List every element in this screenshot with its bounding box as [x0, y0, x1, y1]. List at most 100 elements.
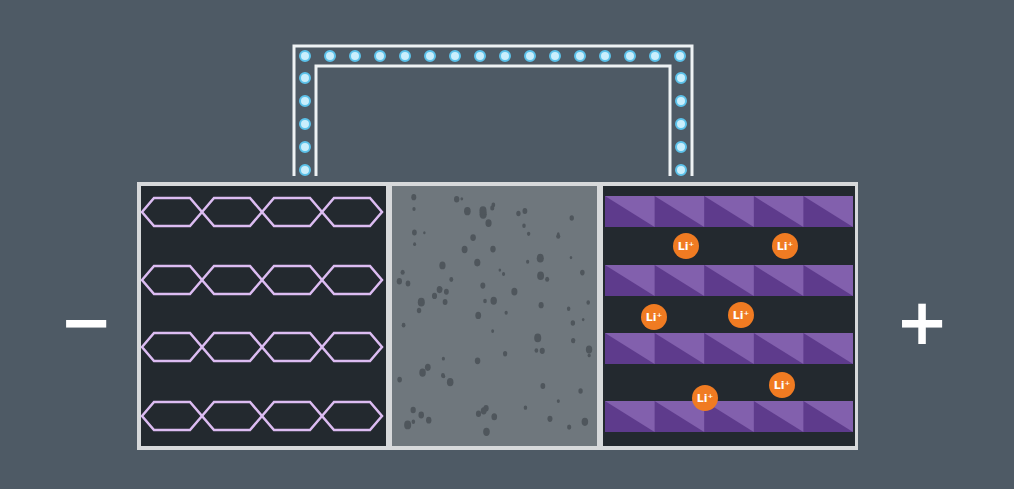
electrolyte-dot	[578, 388, 582, 393]
wire-outer	[294, 46, 692, 186]
electrolyte-dot	[425, 364, 431, 371]
oxide-octahedron	[655, 333, 705, 364]
electrolyte-dot	[502, 272, 505, 276]
electrolyte-dot	[460, 197, 463, 200]
lithium-ion: Li⁺	[769, 372, 795, 398]
oxide-octahedron	[605, 401, 655, 432]
electron-dot	[676, 73, 686, 83]
oxide-octahedron	[754, 196, 804, 227]
lithium-ion: Li⁺	[772, 233, 798, 259]
electrolyte-dot	[522, 224, 525, 228]
electrolyte-dot	[443, 299, 448, 305]
ion-circle	[772, 233, 798, 259]
electrolyte-dot	[406, 281, 411, 287]
graphite-hexagon	[262, 198, 322, 226]
electron-dot	[650, 51, 660, 61]
graphite-layers	[142, 198, 382, 430]
oxide-octahedron	[803, 333, 853, 364]
graphite-hexagon	[202, 266, 262, 294]
wire-gap	[292, 176, 694, 182]
lithium-ion: Li⁺	[692, 385, 718, 411]
electrolyte-dot	[567, 424, 571, 429]
graphite-hexagon	[142, 402, 202, 430]
oxide-octahedron	[605, 196, 655, 227]
graphite-hexagon	[322, 402, 382, 430]
electrolyte-dot	[470, 234, 476, 241]
electron-dot	[325, 51, 335, 61]
electrolyte-dot	[524, 405, 528, 409]
electrolyte-dot	[511, 288, 517, 296]
electrolyte-dot	[442, 357, 445, 361]
cathode-layers	[605, 196, 853, 432]
graphite-hexagon	[262, 333, 322, 361]
oxide-octahedron	[655, 265, 705, 296]
electron-dot	[475, 51, 485, 61]
oxide-octahedron	[754, 333, 804, 364]
graphite-hexagon	[262, 266, 322, 294]
electrolyte-dot	[476, 411, 481, 417]
oxide-octahedron	[803, 196, 853, 227]
electrolyte-dot	[505, 311, 508, 315]
electrolyte-dot	[437, 286, 443, 293]
electrolyte-dot	[411, 407, 416, 414]
electrolyte-dot	[540, 383, 545, 389]
electrolyte-dot	[440, 287, 443, 290]
wire-inner	[316, 66, 670, 186]
ion-label: Li⁺	[777, 240, 794, 253]
graphite-hexagon	[322, 198, 382, 226]
ion-circle	[673, 233, 699, 259]
electrolyte-dot	[475, 357, 481, 364]
electron-dot	[600, 51, 610, 61]
electrolyte-dot	[571, 320, 575, 326]
lithium-ion: Li⁺	[728, 302, 754, 328]
electrolyte-dot	[491, 329, 494, 333]
oxide-octahedron	[605, 265, 655, 296]
electrolyte-dot	[475, 312, 481, 319]
electron-dot	[300, 51, 310, 61]
electrolyte-dot	[499, 269, 502, 272]
electrolyte-dot	[526, 260, 529, 264]
graphite-hexagon	[202, 333, 262, 361]
ion-circle	[769, 372, 795, 398]
electrolyte-dot	[413, 242, 416, 246]
electrolyte-dot	[535, 348, 539, 353]
electrolyte-dot	[412, 230, 417, 236]
electrolyte-dot	[557, 399, 560, 403]
electrolyte-dot	[447, 378, 454, 386]
electrolyte-dot	[418, 411, 424, 418]
graphite-hexagon	[142, 198, 202, 226]
electron-dot	[400, 51, 410, 61]
graphite-hexagon	[322, 333, 382, 361]
electrolyte-dot	[444, 289, 449, 295]
electron-dot	[350, 51, 360, 61]
electrolyte-dot	[537, 254, 544, 263]
graphite-hexagon	[142, 333, 202, 361]
oxide-band	[605, 265, 853, 296]
terminal-sign: −	[59, 290, 113, 354]
electrolyte-dot	[412, 207, 415, 211]
electrolyte-dot	[481, 407, 487, 414]
oxide-octahedron	[803, 265, 853, 296]
electrolyte-dot	[411, 194, 416, 200]
electrolyte-dot	[418, 298, 425, 307]
electron-dot	[375, 51, 385, 61]
electrolyte-dot	[580, 270, 585, 276]
terminal-sign: +	[895, 290, 949, 354]
electrolyte-dot	[432, 293, 437, 299]
electrolyte-dot	[426, 417, 431, 424]
ion-label: Li⁺	[646, 311, 663, 324]
lithium-ion: Li⁺	[673, 233, 699, 259]
ion-label: Li⁺	[733, 309, 750, 322]
graphite-hexagon	[322, 266, 382, 294]
electrolyte-dot	[527, 232, 530, 236]
electrolyte-dot	[474, 259, 480, 267]
electrolyte-dot	[485, 219, 491, 227]
electrolyte-dot	[503, 351, 507, 356]
electrolyte-dot	[534, 334, 541, 343]
oxide-octahedron	[803, 401, 853, 432]
electrolyte-dot	[540, 348, 545, 354]
ion-circle	[692, 385, 718, 411]
ion-label: Li⁺	[697, 392, 714, 405]
ion-label: Li⁺	[774, 379, 791, 392]
